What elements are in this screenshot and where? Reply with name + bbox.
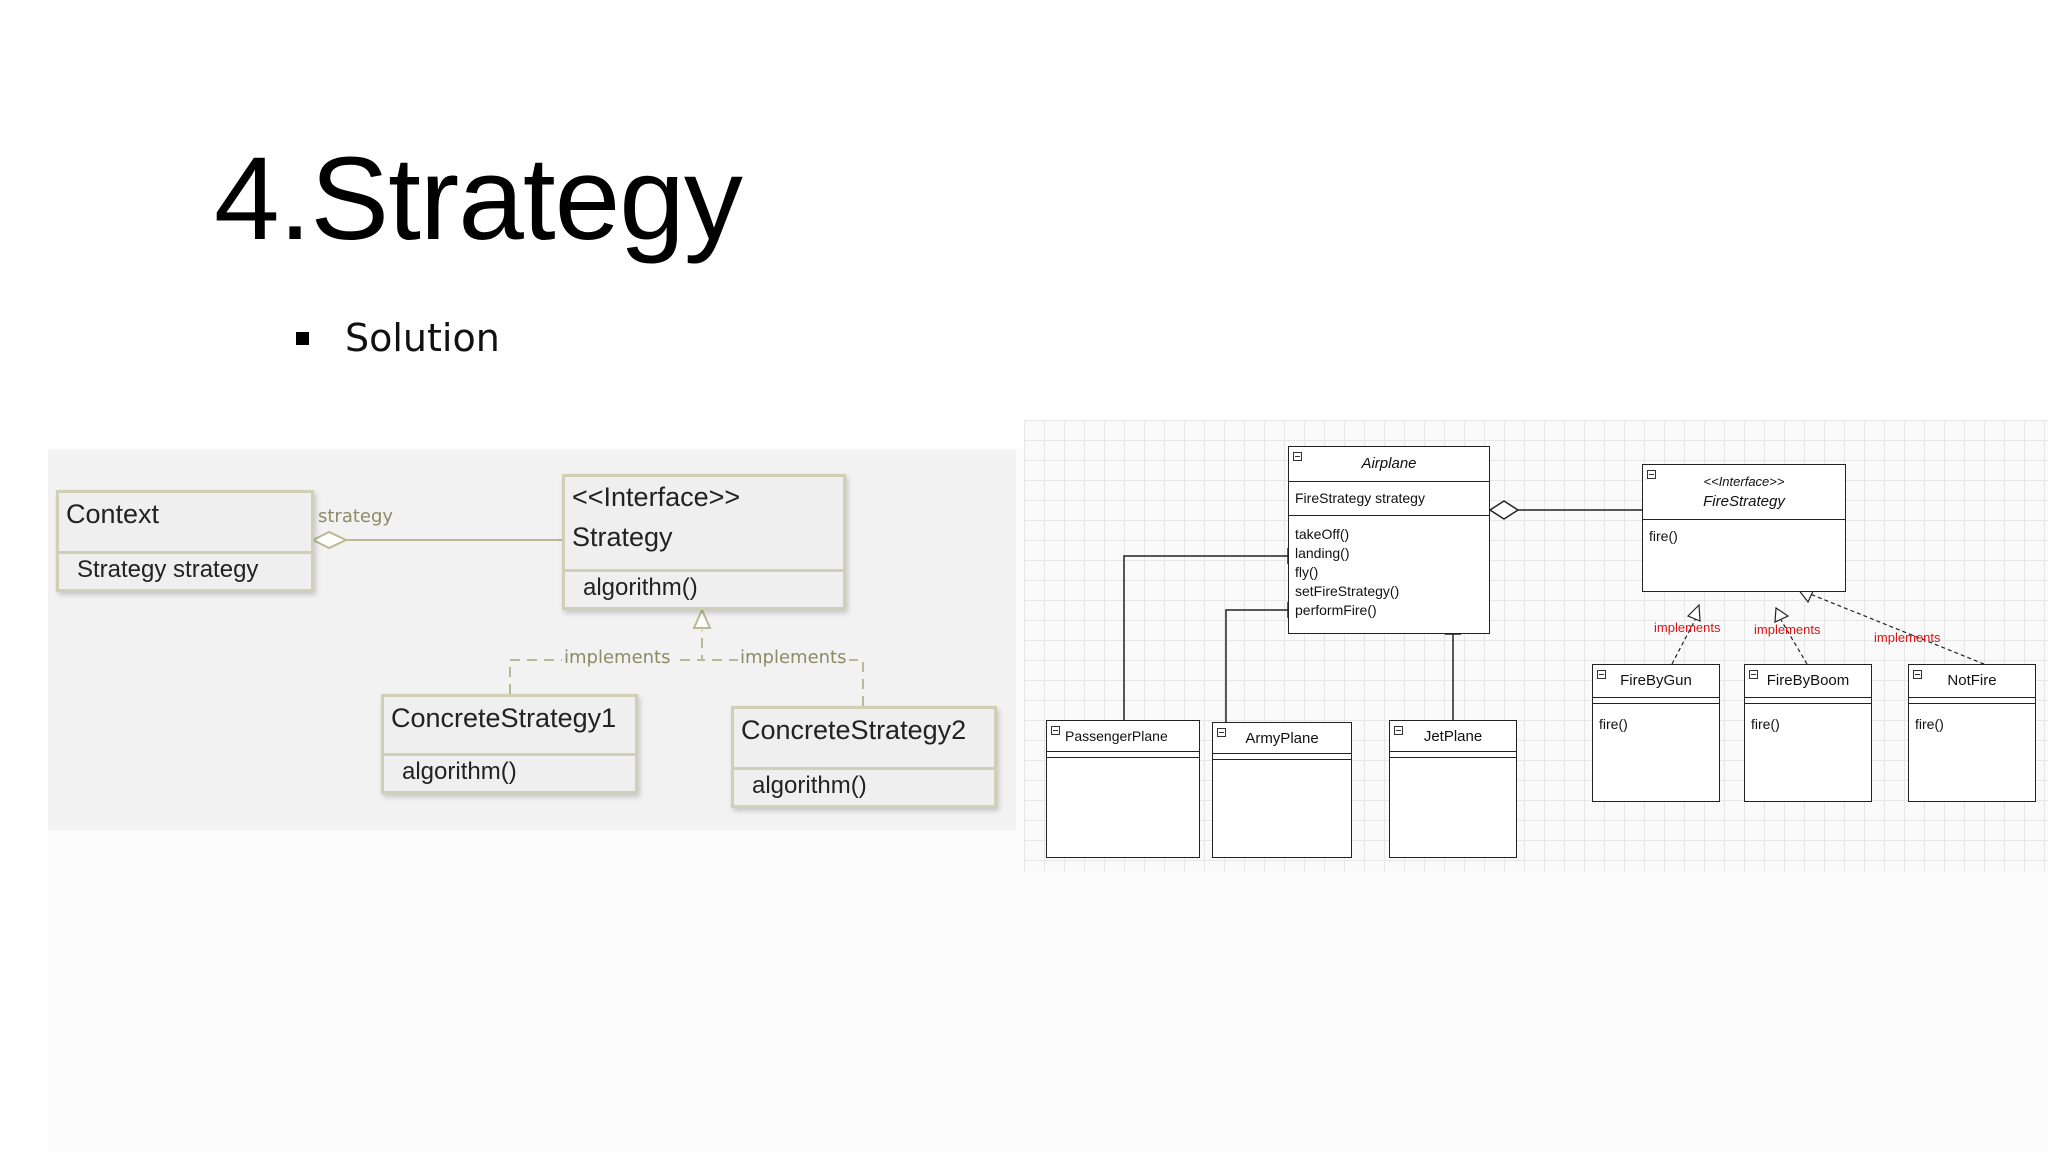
concrete-strategy-2-method: algorithm() [734, 767, 994, 805]
divider [1289, 481, 1489, 482]
fire-by-gun-class: FireByGun fire() [1592, 664, 1720, 802]
divider [1047, 751, 1199, 752]
concrete-strategy-1-name: ConcreteStrategy1 [391, 703, 617, 733]
bullet-text: Solution [345, 316, 500, 360]
method: fire() [1599, 716, 1628, 732]
inherit-line-army [1225, 609, 1292, 722]
collapse-icon[interactable] [1913, 670, 1922, 679]
class-name: FireByBoom [1766, 672, 1850, 689]
strategy-interface-header: <<Interface>> Strategy [565, 477, 843, 563]
divider [1390, 757, 1516, 758]
class-name: NotFire [1947, 672, 1997, 689]
airplane-method: performFire() [1295, 602, 1377, 618]
bullet-item: Solution [296, 316, 500, 360]
realize-line-boom [1780, 619, 1808, 665]
airplane-field: FireStrategy strategy [1295, 490, 1425, 506]
fire-strategy-interface: <<Interface>> FireStrategy fire() [1642, 464, 1846, 592]
aggregation-diamond-icon [310, 530, 349, 550]
inherit-line-passenger [1123, 555, 1292, 720]
stereotype-label: <<Interface>> [572, 482, 741, 512]
association-label: strategy [318, 506, 394, 527]
realization-line-1 [509, 630, 703, 694]
army-plane-class: ArmyPlane [1212, 722, 1352, 858]
interface-name: Strategy [572, 522, 673, 552]
class-name: FireByGun [1620, 672, 1692, 689]
collapse-icon[interactable] [1293, 452, 1302, 461]
realize-line-gun [1671, 617, 1697, 665]
context-class-name: Context [66, 499, 160, 529]
divider [1745, 703, 1871, 704]
method: fire() [1751, 716, 1780, 732]
collapse-icon[interactable] [1217, 728, 1226, 737]
divider [1047, 757, 1199, 758]
divider [1213, 759, 1351, 760]
airplane-method: takeOff() [1295, 526, 1350, 542]
collapse-icon[interactable] [1597, 670, 1606, 679]
implements-label: implements [1874, 630, 1941, 645]
airplane-method: setFireStrategy() [1295, 583, 1400, 599]
divider [1745, 697, 1871, 698]
divider [1593, 703, 1719, 704]
method: fire() [1915, 716, 1944, 732]
airplane-class-name: Airplane [1361, 455, 1417, 472]
fire-by-boom-class: FireByBoom fire() [1744, 664, 1872, 802]
jet-plane-class: JetPlane [1389, 720, 1517, 858]
concrete-strategy-1-method: algorithm() [384, 753, 635, 791]
class-name: PassengerPlane [1065, 728, 1168, 744]
airplane-method: fly() [1295, 564, 1319, 580]
class-name: JetPlane [1423, 728, 1483, 745]
realize-arrow-gun-icon [1686, 603, 1701, 622]
implements-label: implements [1754, 622, 1821, 637]
passenger-plane-class: PassengerPlane [1046, 720, 1200, 858]
divider [1390, 751, 1516, 752]
implements-label-1: implements [562, 647, 673, 668]
not-fire-class: NotFire fire() [1908, 664, 2036, 802]
context-class: Context Strategy strategy [56, 490, 314, 592]
interface-method: algorithm() [565, 569, 843, 607]
concrete-strategy-2-name: ConcreteStrategy2 [741, 715, 967, 745]
collapse-icon[interactable] [1051, 726, 1060, 735]
divider [1289, 515, 1489, 516]
generic-strategy-diagram: Context Strategy strategy strategy <<Int… [48, 450, 1016, 830]
collapse-icon[interactable] [1394, 726, 1403, 735]
strategy-interface: <<Interface>> Strategy algorithm() [562, 474, 846, 610]
collapse-icon[interactable] [1647, 470, 1656, 479]
interface-name: FireStrategy [1703, 493, 1785, 510]
concrete-strategy-2: ConcreteStrategy2 algorithm() [731, 706, 997, 808]
airplane-strategy-diagram: Airplane FireStrategy strategy takeOff()… [1024, 420, 2048, 872]
interface-method: fire() [1649, 528, 1678, 544]
airplane-class: Airplane FireStrategy strategy takeOff()… [1288, 446, 1490, 634]
realize-arrow-boom-icon [1774, 606, 1790, 623]
square-bullet-icon [296, 331, 309, 345]
interface-stereotype: <<Interface>> [1703, 474, 1785, 489]
divider [1593, 697, 1719, 698]
airplane-method: landing() [1295, 545, 1350, 561]
class-name: ArmyPlane [1245, 730, 1319, 747]
aggregation-diamond-icon [1488, 500, 1520, 520]
collapse-icon[interactable] [1749, 670, 1758, 679]
implements-label-2: implements [738, 647, 849, 668]
realize-line-notfire [1809, 593, 1985, 665]
divider [1643, 519, 1845, 520]
divider [1909, 697, 2035, 698]
realization-triangle-icon [692, 607, 712, 629]
divider [1909, 703, 2035, 704]
concrete-strategy-1: ConcreteStrategy1 algorithm() [381, 694, 638, 794]
slide-title: 4.Strategy [214, 133, 743, 265]
context-field: Strategy strategy [59, 551, 311, 589]
divider [1213, 753, 1351, 754]
implements-label: implements [1654, 620, 1721, 635]
